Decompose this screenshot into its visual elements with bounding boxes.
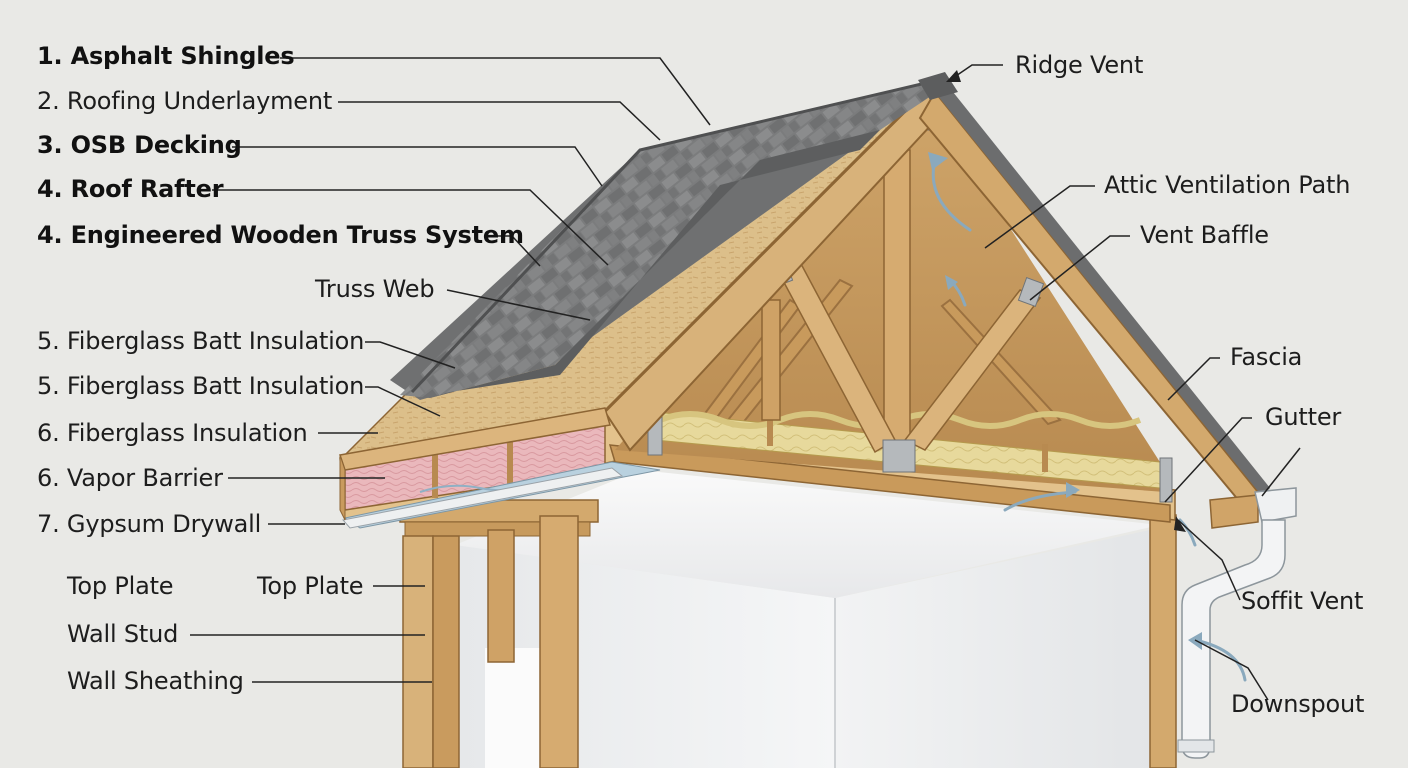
room-back-wall xyxy=(835,530,1150,768)
label-fiberglass-insulation: 6. Fiberglass Insulation xyxy=(37,419,308,447)
label-top-plate-right: Top Plate xyxy=(257,572,364,600)
asphalt-shingles-area xyxy=(400,85,940,398)
label-fiberglass-batt-insulation-2: 5. Fiberglass Batt Insulation xyxy=(37,372,365,400)
wall-stud xyxy=(432,535,460,768)
label-vapor-barrier: 6. Vapor Barrier xyxy=(37,464,223,492)
label-wall-sheathing: Wall Sheathing xyxy=(67,667,244,695)
label-engineered-truss-system: 4. Engineered Wooden Truss System xyxy=(37,221,524,249)
label-roofing-underlayment: 2. Roofing Underlayment xyxy=(37,87,333,115)
label-roof-rafter: 4. Roof Rafter xyxy=(37,175,224,203)
wall-sheathing xyxy=(402,535,434,768)
downspout xyxy=(1181,519,1286,759)
label-asphalt-shingles: 1. Asphalt Shingles xyxy=(37,42,295,70)
label-fascia: Fascia xyxy=(1230,343,1303,371)
ceiling-drywall xyxy=(455,470,1160,598)
label-fiberglass-batt-insulation-1: 5. Fiberglass Batt Insulation xyxy=(37,327,365,355)
right-wall-stud xyxy=(1149,514,1177,768)
label-attic-ventilation-path: Attic Ventilation Path xyxy=(1104,171,1351,199)
fascia-board xyxy=(1209,494,1259,529)
label-top-plate-left: Top Plate xyxy=(67,572,174,600)
door-opening xyxy=(485,648,540,768)
ridge-cap xyxy=(918,72,958,100)
label-osb-decking: 3. OSB Decking xyxy=(37,131,242,159)
label-gutter: Gutter xyxy=(1265,403,1342,431)
right-shingle-edge xyxy=(938,82,1270,496)
label-gypsum-drywall: 7. Gypsum Drywall xyxy=(37,510,262,538)
label-wall-stud: Wall Stud xyxy=(67,620,179,648)
label-ridge-vent: Ridge Vent xyxy=(1015,51,1144,79)
bottom-chord xyxy=(608,444,1171,523)
label-truss-web: Truss Web xyxy=(315,275,435,303)
label-soffit-vent: Soffit Vent xyxy=(1241,587,1364,615)
leader-lines xyxy=(190,57,1301,701)
truss-king-post xyxy=(883,149,911,451)
gutter xyxy=(1254,487,1297,523)
label-vent-baffle: Vent Baffle xyxy=(1140,221,1269,249)
label-downspout: Downspout xyxy=(1231,690,1365,718)
